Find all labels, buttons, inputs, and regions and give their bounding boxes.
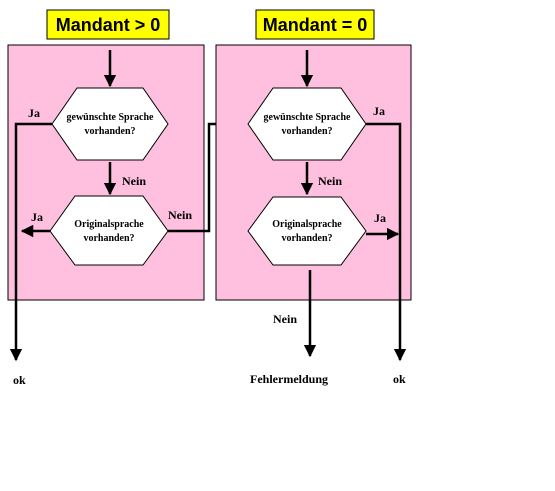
right-panel: Mandant = 0 gewünschte Sprache vorhanden… xyxy=(215,9,412,386)
right-decision-wanted-language xyxy=(247,87,367,161)
left-ok-label: ok xyxy=(13,373,26,387)
left-ja1-line xyxy=(9,122,52,362)
right-title: Mandant = 0 xyxy=(263,15,368,35)
right-decision-wanted-language-line1: gewünschte Sprache xyxy=(264,112,352,123)
right-title-box xyxy=(255,9,375,40)
left-decision-original-language xyxy=(49,195,169,266)
left-title: Mandant > 0 xyxy=(56,15,161,35)
right-error-label: Fehlermeldung xyxy=(250,372,328,386)
right-decision-original-language xyxy=(247,196,367,266)
left-ja1-label: Ja xyxy=(28,106,40,120)
left-panel: Mandant > 0 gewünschte Sprache vorhanden… xyxy=(7,9,249,387)
left-decision-wanted-language-line1: gewünschte Sprache xyxy=(67,112,155,123)
right-ja2-label: Ja xyxy=(374,211,386,225)
left-title-box xyxy=(46,9,170,40)
right-ok-label: ok xyxy=(393,372,406,386)
left-ja2-label: Ja xyxy=(31,210,43,224)
right-decision-original-language-line1: Originalsprache xyxy=(272,219,342,230)
right-ja1-line xyxy=(366,122,407,362)
right-ja1-label: Ja xyxy=(373,104,385,118)
right-nein1-label: Nein xyxy=(318,174,342,188)
right-nein2-label: Nein xyxy=(273,312,297,326)
left-decision-original-language-line1: Originalsprache xyxy=(74,219,144,230)
right-decision-original-language-line2: vorhanden? xyxy=(281,233,332,244)
left-decision-original-language-line2: vorhanden? xyxy=(83,233,134,244)
right-decision-wanted-language-line2: vorhanden? xyxy=(281,126,332,137)
left-nein1-label: Nein xyxy=(122,174,146,188)
left-decision-wanted-language xyxy=(51,87,169,161)
left-decision-wanted-language-line2: vorhanden? xyxy=(84,126,135,137)
left-nein2-label: Nein xyxy=(168,208,192,222)
